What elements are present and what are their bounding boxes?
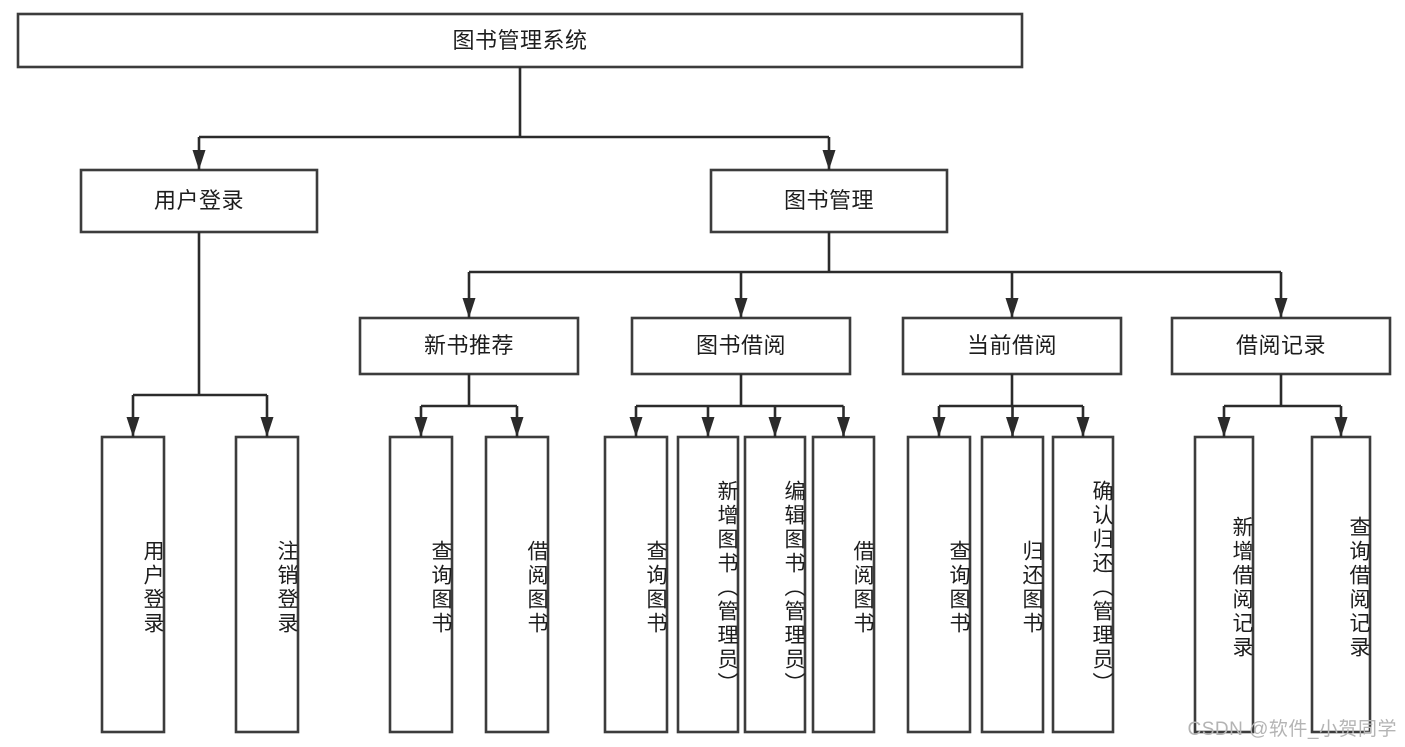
arrow-head-icon bbox=[510, 417, 524, 437]
arrow-head-icon bbox=[932, 417, 946, 437]
arrow-head-icon bbox=[837, 417, 850, 437]
node-leaf-return-book-box[interactable] bbox=[980, 435, 1045, 734]
arrow-head-icon bbox=[822, 150, 836, 170]
node-leaf-query-record[interactable] bbox=[1312, 437, 1370, 732]
node-leaf-return-book[interactable] bbox=[982, 437, 1043, 732]
arrow-head-icon bbox=[1076, 417, 1090, 437]
node-leaf-user-login[interactable] bbox=[102, 437, 164, 732]
node-leaf-query-record-box[interactable] bbox=[1310, 435, 1372, 734]
connector-lines-group bbox=[126, 67, 1348, 437]
node-leaf-query-book-3-box[interactable] bbox=[906, 435, 972, 734]
watermark-text: CSDN @软件_小贺同学 bbox=[1187, 719, 1397, 740]
arrow-head-icon bbox=[1217, 417, 1231, 437]
node-current-borrow[interactable] bbox=[903, 318, 1121, 374]
node-current-borrow-box[interactable] bbox=[901, 316, 1123, 376]
arrow-head-icon bbox=[629, 417, 643, 437]
node-leaf-logout-login[interactable] bbox=[236, 437, 298, 732]
node-leaf-borrow-book-2[interactable] bbox=[813, 437, 874, 732]
node-leaf-query-book-2-box[interactable] bbox=[603, 435, 669, 734]
node-leaf-add-record-box[interactable] bbox=[1193, 435, 1255, 734]
node-new-book-recommend-box[interactable] bbox=[358, 316, 580, 376]
node-leaf-borrow-book-1[interactable] bbox=[486, 437, 548, 732]
node-leaf-add-book-box[interactable] bbox=[676, 435, 740, 734]
node-book-borrow[interactable] bbox=[632, 318, 850, 374]
node-leaf-query-book-3[interactable] bbox=[908, 437, 970, 732]
node-leaf-confirm-return-box[interactable] bbox=[1051, 435, 1115, 734]
arrow-head-icon bbox=[1334, 417, 1348, 437]
arrow-head-icon bbox=[1006, 417, 1019, 437]
arrow-head-icon bbox=[1274, 298, 1288, 318]
node-leaf-user-login-box[interactable] bbox=[100, 435, 166, 734]
arrow-head-icon bbox=[462, 298, 476, 318]
arrow-head-icon bbox=[701, 417, 715, 437]
node-user-login[interactable] bbox=[81, 170, 317, 232]
node-leaf-query-book-2[interactable] bbox=[605, 437, 667, 732]
node-leaf-add-book[interactable] bbox=[678, 437, 738, 732]
node-leaf-borrow-book-2-box[interactable] bbox=[811, 435, 876, 734]
node-leaf-borrow-book-1-box[interactable] bbox=[484, 435, 550, 734]
node-root[interactable] bbox=[18, 14, 1022, 67]
node-boxes-group bbox=[16, 12, 1392, 734]
node-user-login-box[interactable] bbox=[79, 168, 319, 234]
node-leaf-query-book-1-box[interactable] bbox=[388, 435, 454, 734]
node-leaf-confirm-return[interactable] bbox=[1053, 437, 1113, 732]
arrow-head-icon bbox=[414, 417, 428, 437]
arrow-head-icon bbox=[126, 417, 140, 437]
node-leaf-edit-book[interactable] bbox=[745, 437, 805, 732]
arrow-head-icon bbox=[768, 417, 782, 437]
arrow-head-icon bbox=[1005, 298, 1019, 318]
node-leaf-logout-login-box[interactable] bbox=[234, 435, 300, 734]
node-new-book-recommend[interactable] bbox=[360, 318, 578, 374]
node-leaf-query-book-1[interactable] bbox=[390, 437, 452, 732]
node-borrow-record[interactable] bbox=[1172, 318, 1390, 374]
node-root-box[interactable] bbox=[16, 12, 1024, 69]
node-leaf-add-record[interactable] bbox=[1195, 437, 1253, 732]
arrow-head-icon bbox=[192, 150, 206, 170]
arrow-head-icon bbox=[734, 298, 748, 318]
node-book-management[interactable] bbox=[711, 170, 947, 232]
arrow-head-icon bbox=[260, 417, 274, 437]
